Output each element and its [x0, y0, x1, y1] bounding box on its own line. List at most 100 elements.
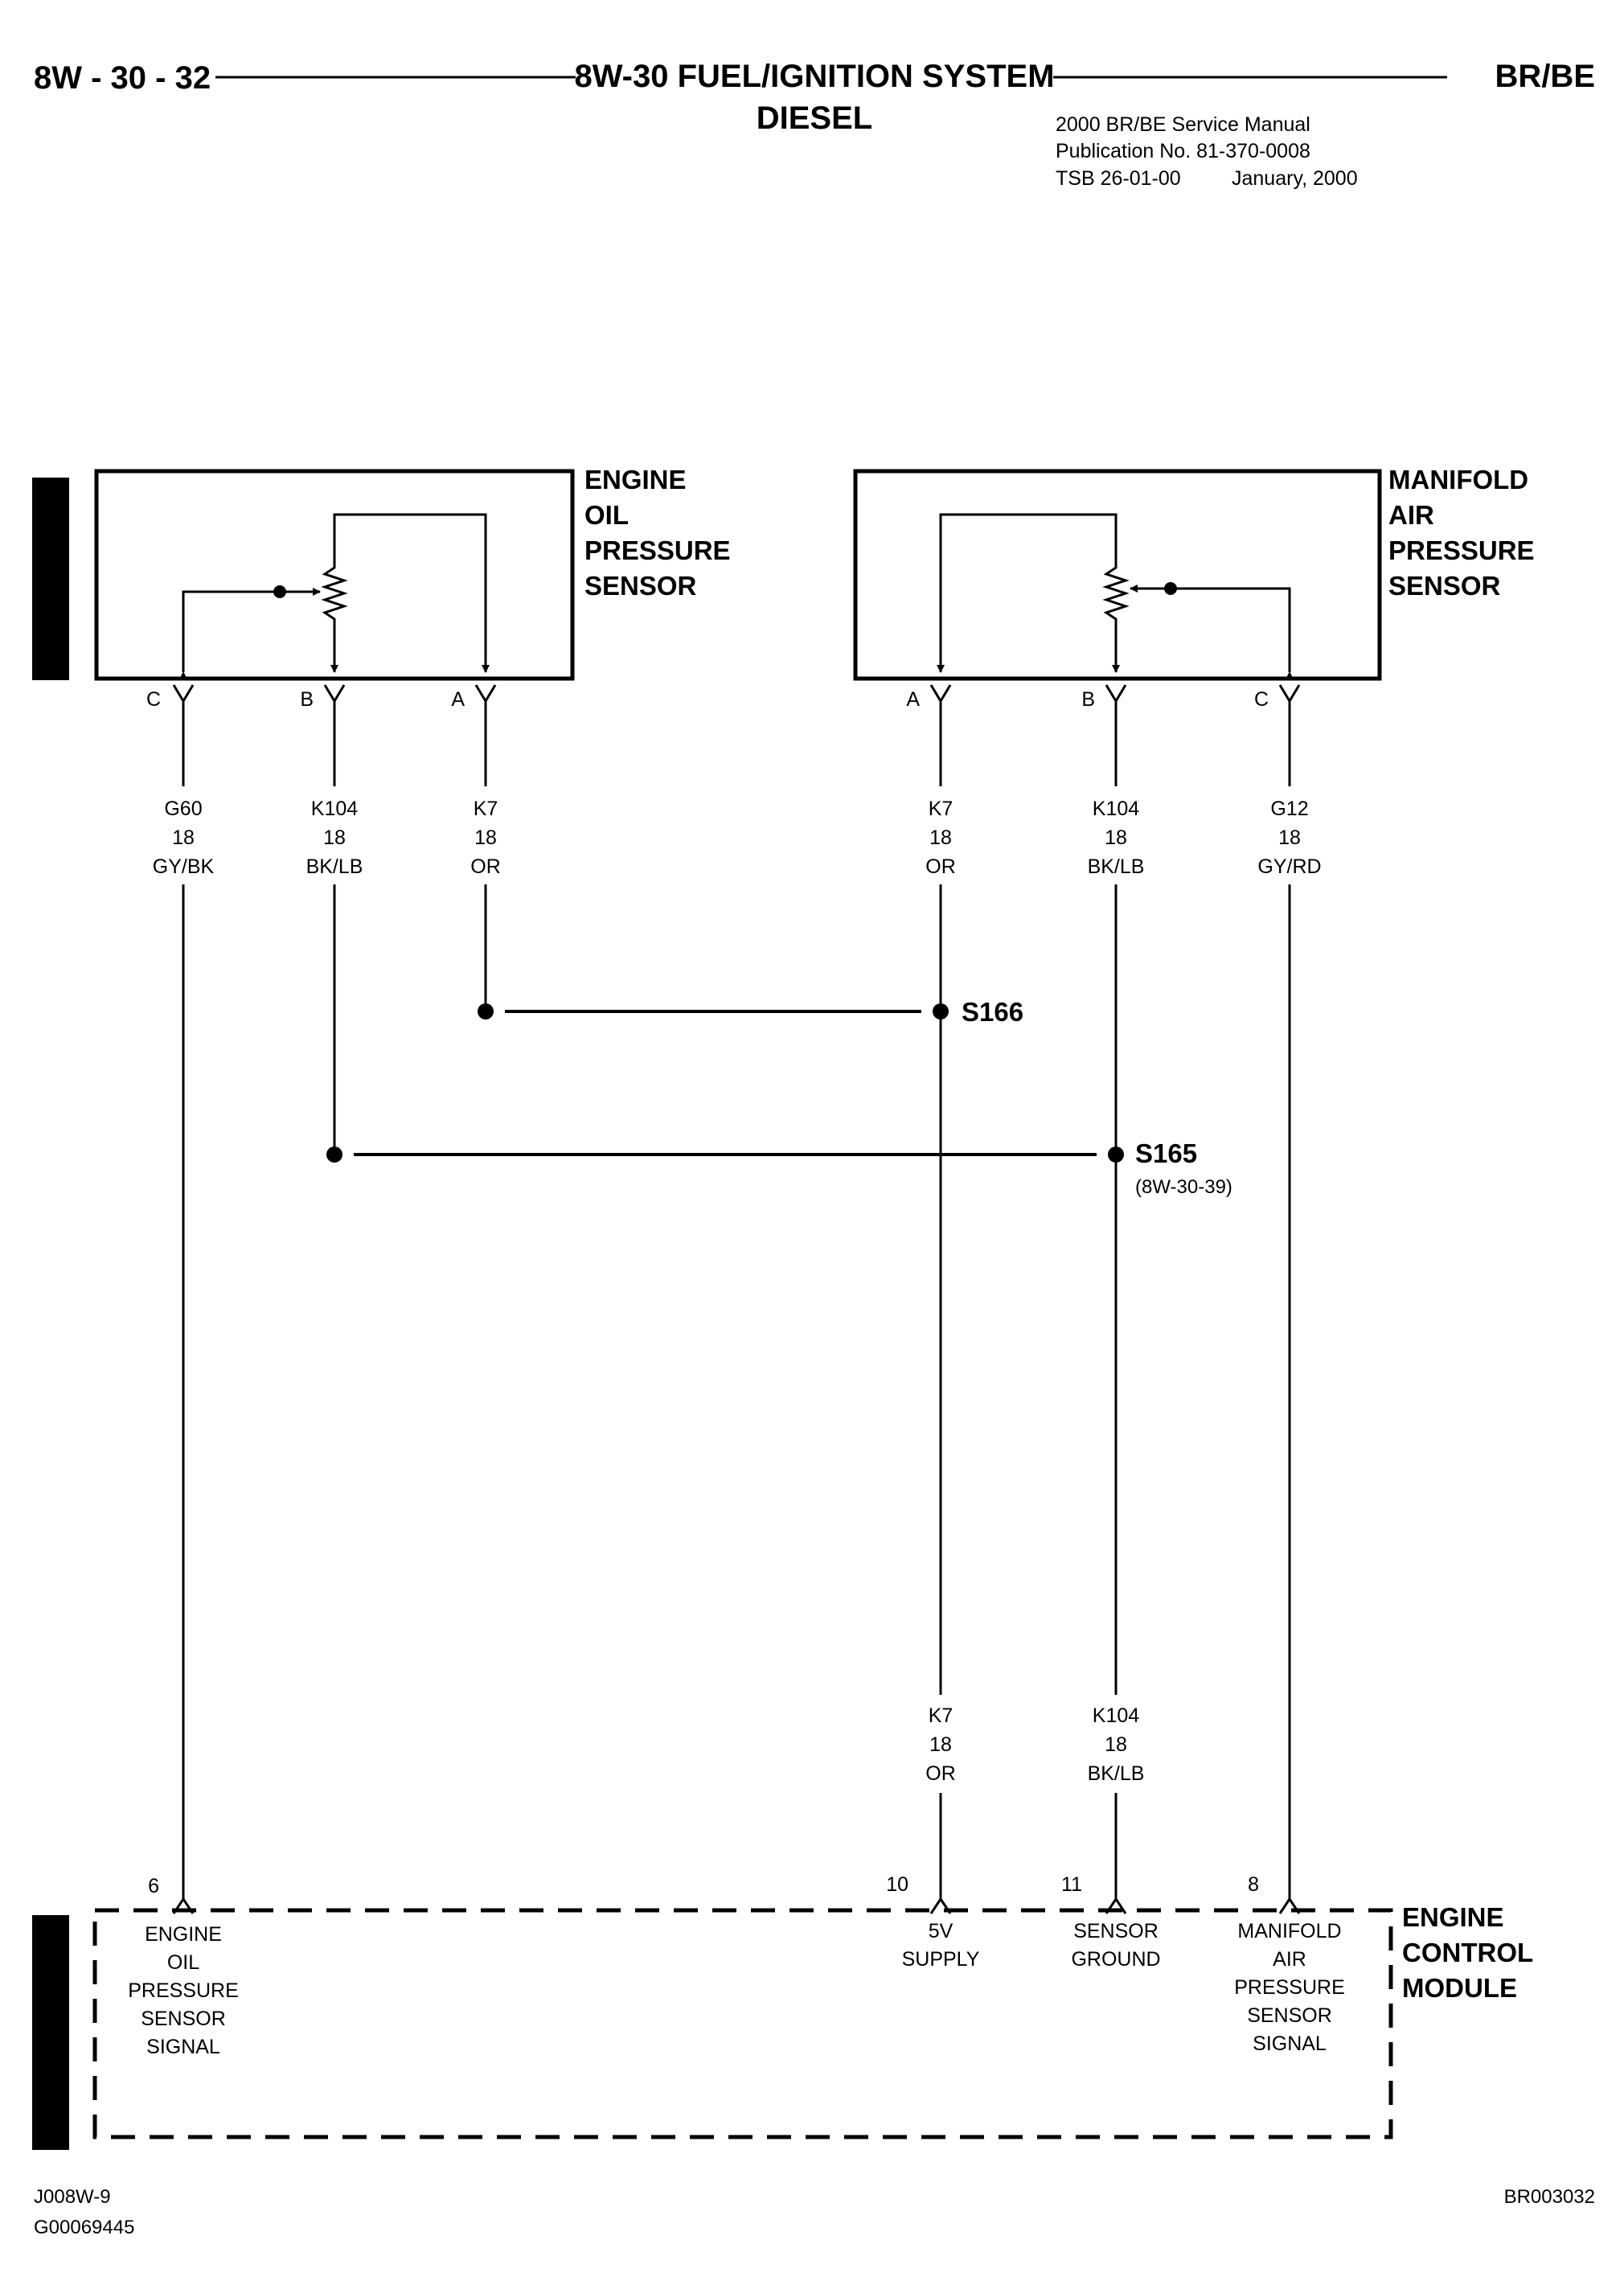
publication-date: January, 2000 — [1232, 167, 1358, 190]
wire-color: GY/BK — [153, 855, 215, 878]
oil-sensor-wiper — [179, 590, 280, 679]
ecm-label: MODULE — [1402, 1973, 1517, 2003]
svg-text:ENGINE: ENGINE — [145, 1923, 222, 1946]
svg-text:MODULE: MODULE — [1402, 1973, 1517, 2003]
wire-circuit: K104 — [1093, 1704, 1139, 1727]
sensor-connector-terminals — [172, 684, 1301, 717]
oil-sensor-label: OIL — [584, 500, 629, 530]
figure-code: J008W-9 — [34, 2186, 111, 2208]
manual-title: 2000 BR/BE Service Manual — [1056, 113, 1310, 136]
wire-color: OR — [470, 855, 501, 878]
wire-circuit: K104 — [311, 798, 358, 820]
ecm-pin-label: PRESSURE — [1234, 1976, 1345, 1999]
svg-text:BK/LB: BK/LB — [1088, 1762, 1145, 1785]
ecm-pin-label: AIR — [1273, 1948, 1306, 1971]
svg-text:G12: G12 — [1270, 798, 1308, 820]
svg-text:K104: K104 — [311, 798, 358, 820]
svg-text:OIL: OIL — [167, 1951, 199, 1974]
map-sensor-wiper — [1171, 587, 1294, 679]
splice-s166-label: S166 — [962, 997, 1023, 1027]
wire-color: BK/LB — [1088, 855, 1145, 878]
ecm-label: CONTROL — [1402, 1938, 1533, 1967]
wire-color: OR — [925, 1762, 956, 1785]
ecm-pin-label: SIGNAL — [146, 2036, 220, 2058]
wire-gauge: 18 — [172, 827, 195, 849]
oil-sensor-wiper-node — [273, 585, 286, 598]
splice-node-k104-oil — [326, 1146, 342, 1163]
ecm-pin-label: SENSOR — [1073, 1920, 1159, 1942]
ecm-pin-label: SENSOR — [141, 2008, 226, 2030]
ecm-pin-label: PRESSURE — [128, 1979, 239, 2002]
svg-text:SENSOR: SENSOR — [1247, 2004, 1332, 2027]
wire-circuit: K7 — [929, 798, 953, 820]
page-footer: J008W-9 G00069445 BR003032 — [34, 2186, 1595, 2238]
svg-text:BK/LB: BK/LB — [1088, 855, 1145, 878]
engine-oil-pressure-sensor: ENGINE OIL PRESSURE SENSOR C B A — [94, 465, 731, 711]
svg-text:SUPPLY: SUPPLY — [902, 1948, 980, 1971]
map-sensor-pin-a: A — [906, 688, 920, 711]
svg-text:ENGINE: ENGINE — [584, 465, 687, 494]
wire-labels-top: G60 18 GY/BK K104 18 BK/LB K7 18 OR K7 1… — [153, 798, 1322, 878]
svg-text:18: 18 — [929, 827, 952, 849]
svg-text:CONTROL: CONTROL — [1402, 1938, 1533, 1967]
svg-text:MANIFOLD: MANIFOLD — [1237, 1920, 1341, 1942]
map-sensor-label: PRESSURE — [1388, 535, 1535, 565]
oil-sensor-label: ENGINE — [584, 465, 687, 494]
wire-color: OR — [925, 855, 956, 878]
page-number: 8W - 30 - 32 — [34, 60, 211, 96]
svg-text:PRESSURE: PRESSURE — [584, 535, 731, 565]
map-sensor-box — [853, 469, 1382, 681]
map-sensor-pin-c: C — [1254, 688, 1269, 711]
wire-circuit: K104 — [1093, 798, 1139, 820]
ecm-pin-label: SIGNAL — [1253, 2033, 1327, 2055]
svg-text:K104: K104 — [1093, 1704, 1139, 1727]
ecm-pin-11: 11 — [1061, 1873, 1082, 1896]
wire-color: BK/LB — [1088, 1762, 1145, 1785]
svg-text:AIR: AIR — [1273, 1948, 1306, 1971]
svg-text:OR: OR — [925, 855, 956, 878]
svg-text:PRESSURE: PRESSURE — [1388, 535, 1535, 565]
oil-sensor-pin-c: C — [146, 688, 161, 711]
svg-text:SENSOR: SENSOR — [1388, 571, 1501, 601]
oil-sensor-label: PRESSURE — [584, 535, 731, 565]
ecm-pin-10: 10 — [886, 1873, 908, 1896]
map-sensor-pin-b: B — [1081, 688, 1095, 711]
wire-labels-bottom: K7 18 OR K104 18 BK/LB — [925, 1704, 1144, 1785]
connector-terminal-icon — [474, 684, 497, 717]
svg-text:SIGNAL: SIGNAL — [1253, 2033, 1327, 2055]
svg-text:BK/LB: BK/LB — [306, 855, 363, 878]
splice-node-s165 — [1108, 1146, 1124, 1163]
oil-sensor-pin-a: A — [451, 688, 465, 711]
ecm-pin-label: 5V — [929, 1920, 953, 1942]
wire-gauge: 18 — [474, 827, 497, 849]
wire-gauge: 18 — [323, 827, 346, 849]
svg-text:18: 18 — [929, 1733, 952, 1756]
wire-circuit: K7 — [474, 798, 498, 820]
svg-text:ENGINE: ENGINE — [1402, 1902, 1504, 1932]
oil-sensor-potentiometer-icon — [321, 558, 348, 673]
svg-text:GY/RD: GY/RD — [1257, 855, 1321, 878]
map-sensor-label: AIR — [1388, 500, 1434, 530]
ecm-pin-label: SENSOR — [1247, 2004, 1332, 2027]
svg-text:MANIFOLD: MANIFOLD — [1388, 465, 1528, 494]
component-bar-top — [32, 478, 69, 680]
svg-text:GROUND: GROUND — [1071, 1948, 1160, 1971]
splice-node-k7-oil — [478, 1003, 494, 1019]
svg-text:K7: K7 — [929, 798, 953, 820]
wire-circuit: G60 — [164, 798, 202, 820]
page-header: 8W - 30 - 32 8W-30 FUEL/IGNITION SYSTEM … — [34, 59, 1595, 190]
ecm-pin-6: 6 — [148, 1875, 159, 1897]
connector-terminal-icon — [323, 684, 346, 717]
svg-text:G60: G60 — [164, 798, 202, 820]
connector-terminal-icon — [172, 684, 195, 717]
manifold-air-pressure-sensor: MANIFOLD AIR PRESSURE SENSOR A B C — [853, 465, 1535, 711]
page-subtitle: DIESEL — [757, 100, 872, 136]
ecm-pin-label: GROUND — [1071, 1948, 1160, 1971]
ecm-pin-8: 8 — [1248, 1873, 1259, 1896]
svg-text:SIGNAL: SIGNAL — [146, 2036, 220, 2058]
oil-sensor-internal-feed — [333, 513, 490, 673]
svg-text:5V: 5V — [929, 1920, 953, 1942]
wire-gauge: 18 — [929, 827, 952, 849]
ecm-pin-label: MANIFOLD — [1237, 1920, 1341, 1942]
svg-text:PRESSURE: PRESSURE — [128, 1979, 239, 2002]
